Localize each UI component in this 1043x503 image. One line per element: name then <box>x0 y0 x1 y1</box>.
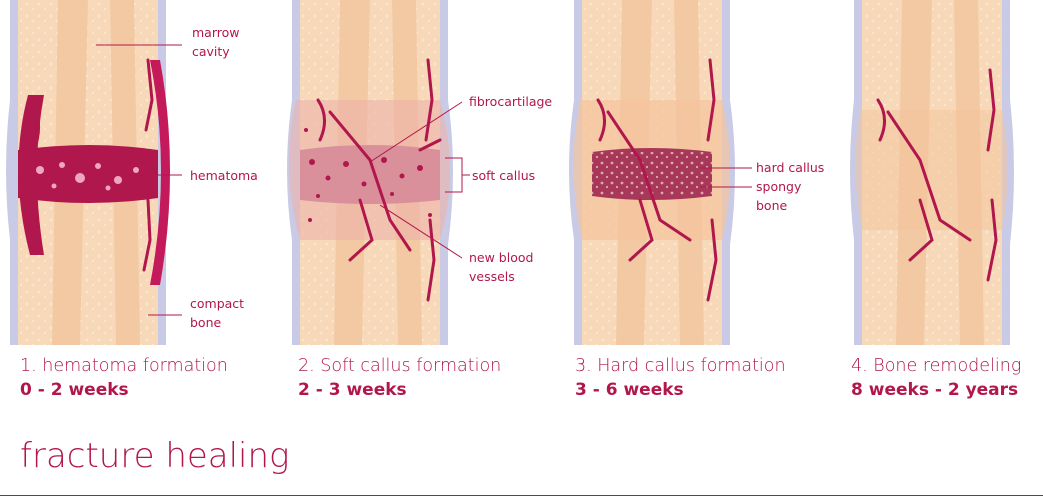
stage-caption-1: 1. hematoma formation 0 - 2 weeks <box>20 356 280 400</box>
stage-caption-2: 2. Soft callus formation 2 - 3 weeks <box>298 356 558 400</box>
label-hard-callus: hard callus <box>756 160 824 175</box>
stage-caption-3: 3. Hard callus formation 3 - 6 weeks <box>575 356 835 400</box>
stage4-bone-illustration <box>850 0 1014 345</box>
stage2-bone-illustration <box>287 0 462 345</box>
label-fibrocartilage: fibrocartilage <box>469 94 552 109</box>
diagram-title: fracture healing <box>20 436 289 476</box>
stage3-bone-illustration <box>569 0 735 345</box>
stage-duration: 3 - 6 weeks <box>575 380 835 400</box>
stage-duration: 2 - 3 weeks <box>298 380 558 400</box>
label-new-blood-vessels: new blood vessels <box>469 250 537 284</box>
stage1-bone-illustration <box>6 0 170 345</box>
stage-name: 3. Hard callus formation <box>575 356 835 376</box>
stage-caption-4: 4. Bone remodeling 8 weeks - 2 years <box>851 356 1043 400</box>
bottom-divider <box>0 495 1043 496</box>
stage-duration: 0 - 2 weeks <box>20 380 280 400</box>
label-marrow-cavity: marrow cavity <box>192 25 243 59</box>
label-compact-bone: compact bone <box>190 296 248 330</box>
stage-name: 4. Bone remodeling <box>851 356 1043 376</box>
stage-name: 2. Soft callus formation <box>298 356 558 376</box>
label-hematoma: hematoma <box>190 168 258 183</box>
label-spongy-bone: spongy bone <box>756 179 805 213</box>
stage-duration: 8 weeks - 2 years <box>851 380 1043 400</box>
label-soft-callus: soft callus <box>472 168 535 183</box>
stage-name: 1. hematoma formation <box>20 356 280 376</box>
